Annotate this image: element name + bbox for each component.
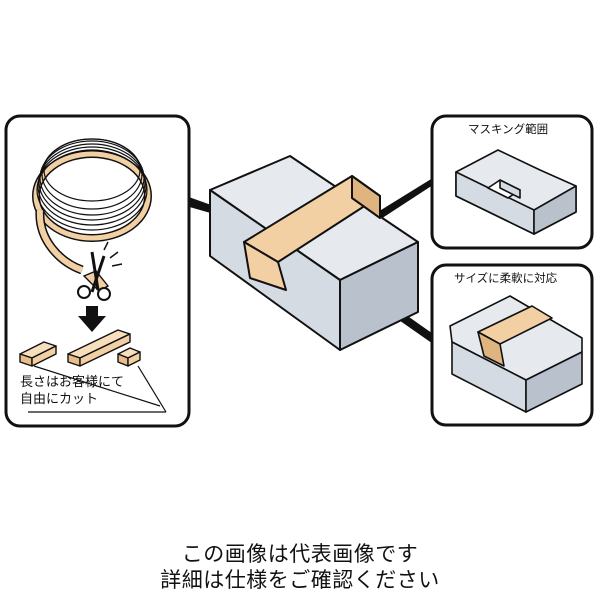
cut-note-line1: 長さはお客様にて <box>20 374 124 390</box>
left-panel: 長さはお客様にて 自由にカット <box>4 114 191 428</box>
tape-piece-small <box>117 347 141 367</box>
bottom-right-panel: サイズに柔軟に対応 <box>430 263 594 427</box>
scissors-icon <box>77 241 123 301</box>
main-block-illustration <box>209 155 419 351</box>
cut-note-line2: 自由にカット <box>20 392 98 407</box>
caption-line1: この画像は代表画像です <box>181 542 419 566</box>
down-arrow-icon <box>78 306 106 332</box>
caption-line2: 詳細は仕様をご確認ください <box>160 568 440 592</box>
main-tape-side <box>351 175 381 219</box>
cut-tape-pieces <box>19 329 141 367</box>
flexible-size-title: サイズに柔軟に対応 <box>454 271 558 285</box>
main-block-side <box>339 241 419 351</box>
stepped-block-icon <box>449 295 583 413</box>
connector-left <box>186 196 214 214</box>
grooved-block-icon <box>455 149 577 235</box>
main-tape-front <box>243 241 287 291</box>
tape-coil-icon <box>32 138 152 275</box>
pointer-lines <box>28 365 167 413</box>
masking-range-title: マスキング範囲 <box>468 122 548 136</box>
tape-piece-long <box>67 329 131 367</box>
top-right-panel: マスキング範囲 <box>430 114 594 250</box>
tape-piece-short <box>19 341 57 367</box>
connector-top-right <box>368 176 436 226</box>
